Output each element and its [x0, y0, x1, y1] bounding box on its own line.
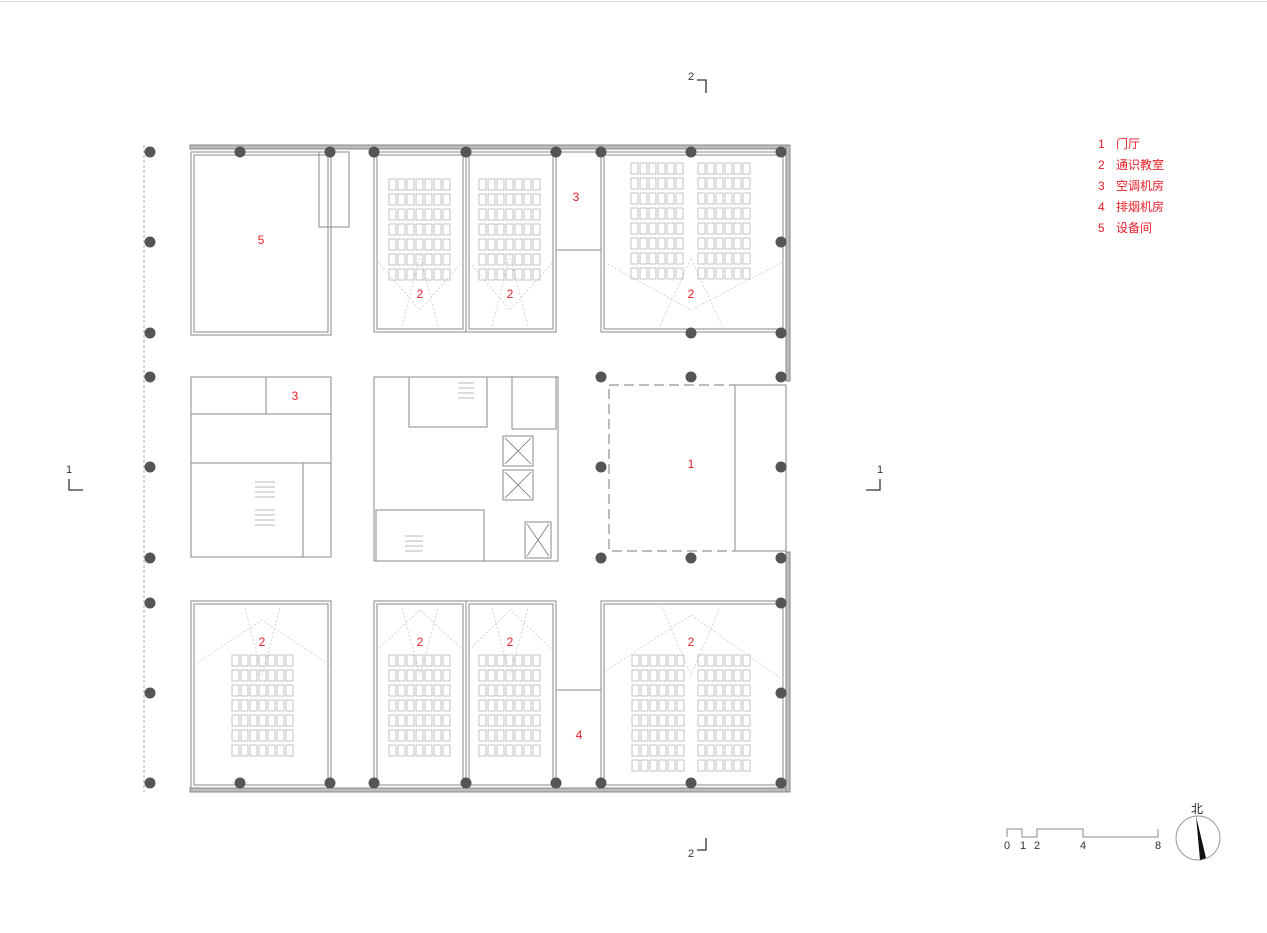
scale-tick-8: 8	[1155, 840, 1162, 852]
top-border-line	[0, 1, 1267, 2]
room-label: 3	[572, 190, 580, 204]
room-label: 2	[506, 635, 514, 649]
room-label: 1	[687, 457, 695, 471]
room-label: 2	[687, 635, 695, 649]
scale-tick-0: 0	[1004, 840, 1011, 852]
room-label: 2	[506, 287, 514, 301]
room-label: 2	[687, 287, 695, 301]
section-mark-left: 1	[66, 464, 73, 476]
room-label: 2	[416, 287, 424, 301]
scale-tick-1: 1	[1020, 840, 1027, 852]
room-label: 2	[416, 635, 424, 649]
section-mark-top: 2	[688, 71, 695, 83]
section-mark-bottom: 2	[688, 848, 695, 860]
room-label: 3	[291, 389, 299, 403]
north-arrow-icon-label: 北	[1191, 802, 1204, 816]
room-label: 5	[257, 233, 265, 247]
scale-tick-4: 4	[1080, 840, 1087, 852]
room-label: 4	[575, 728, 583, 742]
section-mark-right: 1	[877, 464, 884, 476]
room-label: 2	[258, 635, 266, 649]
scale-tick-2: 2	[1034, 840, 1041, 852]
